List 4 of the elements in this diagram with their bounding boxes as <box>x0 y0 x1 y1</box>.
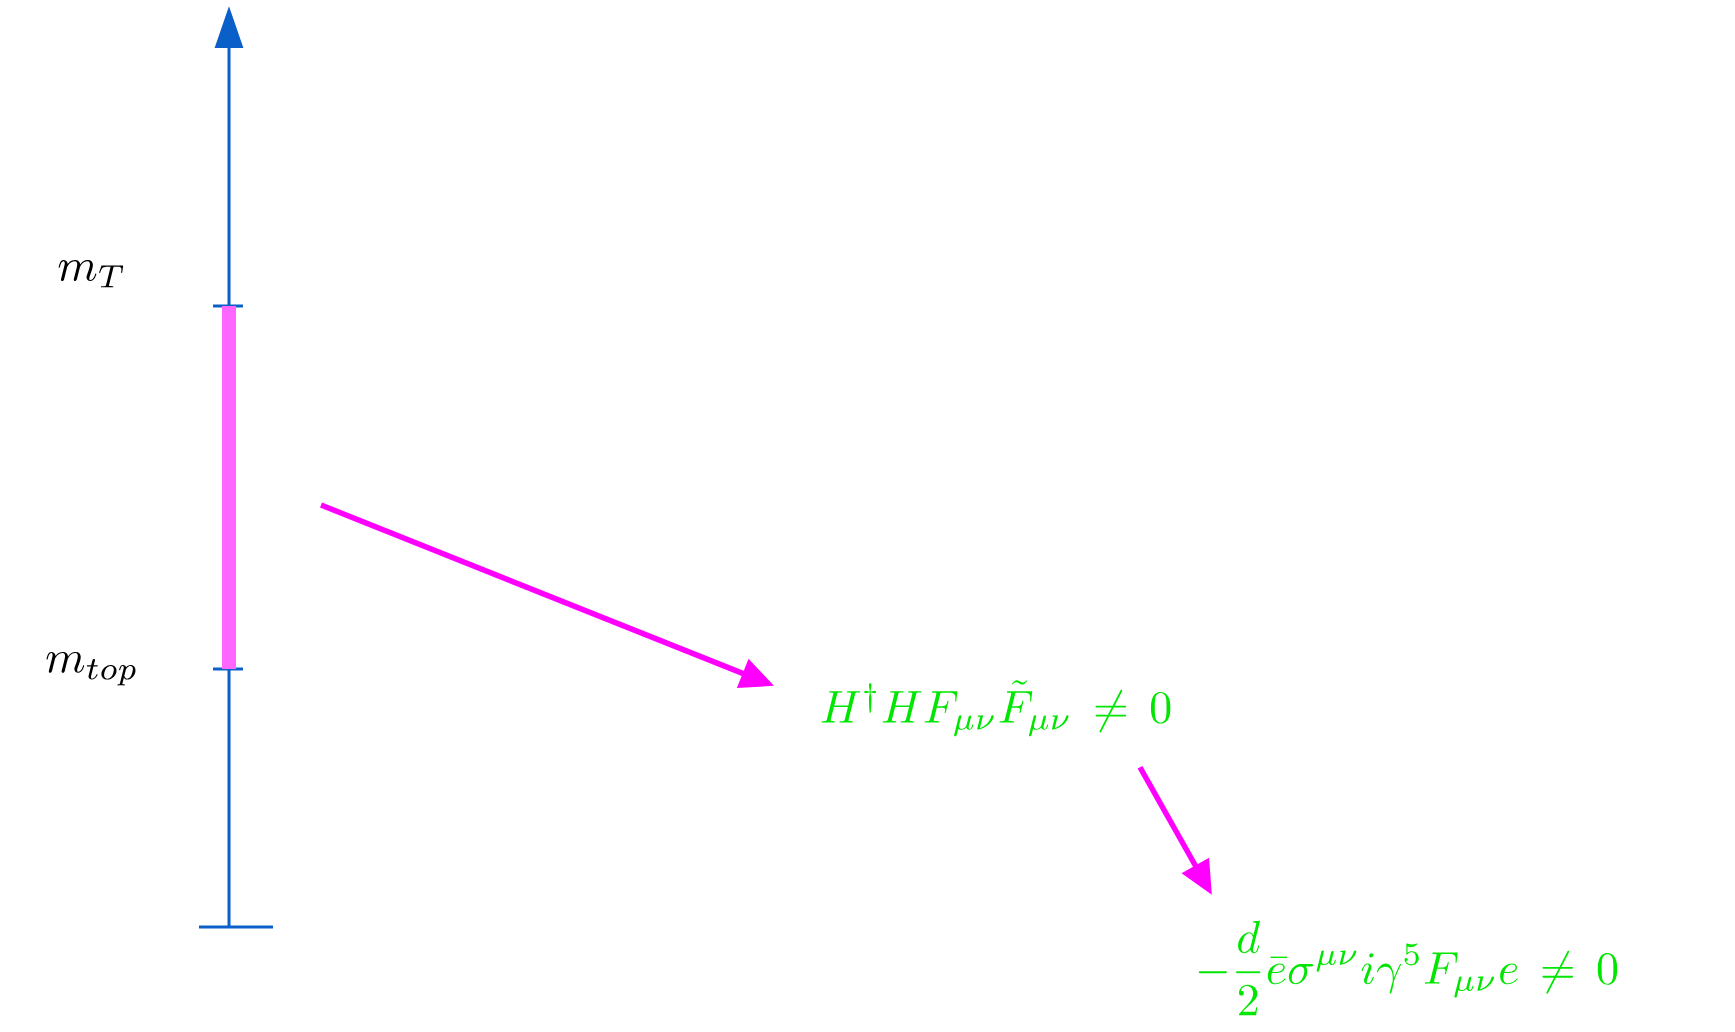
formula: $-\frac{d}{2}\bar{e}\sigma^{\mu\nu} i\gamma^5 F_{\mu\nu} e \,\neq\, 0$ <box>1198 920 1618 1016</box>
mass-label: $m_{top}$ <box>46 652 136 686</box>
formula: $H^\dagger H F_{\mu\nu}\tilde{F}_{\mu\nu} \,\neq\, 0$ <box>821 680 1171 737</box>
mass-label: $m_T$ <box>58 260 124 288</box>
